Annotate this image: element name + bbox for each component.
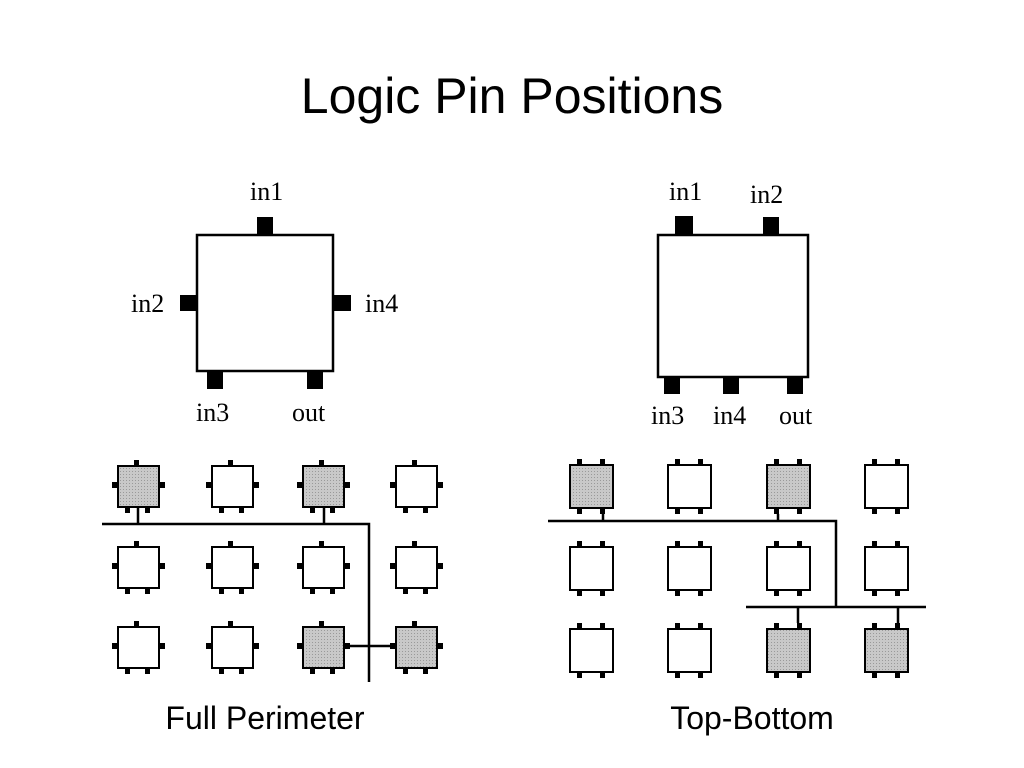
pin-out xyxy=(787,377,803,394)
grid-block xyxy=(390,541,443,594)
grid-block xyxy=(390,460,443,513)
routing-wire xyxy=(102,522,371,682)
label-in4: in4 xyxy=(713,401,746,430)
pin-in4 xyxy=(723,377,739,394)
pin-in2 xyxy=(763,217,779,235)
grid-block-shaded xyxy=(297,460,350,513)
full-perimeter-grid xyxy=(102,460,443,682)
grid-block-shaded xyxy=(297,621,350,674)
label-in4: in4 xyxy=(365,289,398,318)
top-bottom-block: in1 in2 in3 in4 out xyxy=(651,177,813,430)
grid-block xyxy=(206,621,259,674)
caption-full-perimeter: Full Perimeter xyxy=(165,700,365,736)
caption-top-bottom: Top-Bottom xyxy=(670,700,834,736)
pin-in4 xyxy=(333,295,351,311)
label-out: out xyxy=(779,401,813,430)
grid-block xyxy=(569,623,614,678)
grid-block xyxy=(569,541,614,596)
pin-out xyxy=(307,371,323,389)
grid-block xyxy=(667,541,712,596)
label-in2: in2 xyxy=(131,289,164,318)
grid-block xyxy=(112,541,165,594)
routing-wire-stub xyxy=(601,514,780,521)
pin-in3 xyxy=(207,371,223,389)
grid-block xyxy=(667,459,712,514)
routing-wire xyxy=(548,519,838,607)
pin-in2 xyxy=(180,295,197,311)
grid-block-shaded xyxy=(390,621,443,674)
label-in2: in2 xyxy=(750,180,783,209)
grid-block xyxy=(667,623,712,678)
grid-block-shaded xyxy=(766,623,811,678)
label-in1: in1 xyxy=(669,177,702,206)
routing-wire-stub xyxy=(136,507,326,524)
grid-block-shaded xyxy=(112,460,165,513)
label-in1: in1 xyxy=(250,177,283,206)
full-perimeter-block: in1 in2 in4 in3 out xyxy=(131,177,398,427)
grid-block xyxy=(864,541,909,596)
grid-block xyxy=(766,541,811,596)
grid-block xyxy=(112,621,165,674)
grid-block xyxy=(206,541,259,594)
logic-block-outline xyxy=(656,233,810,379)
pin-in1 xyxy=(257,217,273,235)
pin-in3 xyxy=(664,377,680,394)
top-bottom-grid xyxy=(548,459,926,678)
grid-block-shaded xyxy=(766,459,811,514)
label-out: out xyxy=(292,398,326,427)
grid-block xyxy=(297,541,350,594)
label-in3: in3 xyxy=(196,398,229,427)
grid-block-shaded xyxy=(864,623,909,678)
pin-in1 xyxy=(675,216,693,235)
label-in3: in3 xyxy=(651,401,684,430)
grid-block xyxy=(864,459,909,514)
routing-wire-stub xyxy=(796,607,900,623)
slide-title: Logic Pin Positions xyxy=(300,68,724,124)
grid-block xyxy=(206,460,259,513)
grid-block-shaded xyxy=(569,459,614,514)
logic-block-outline xyxy=(195,233,335,373)
